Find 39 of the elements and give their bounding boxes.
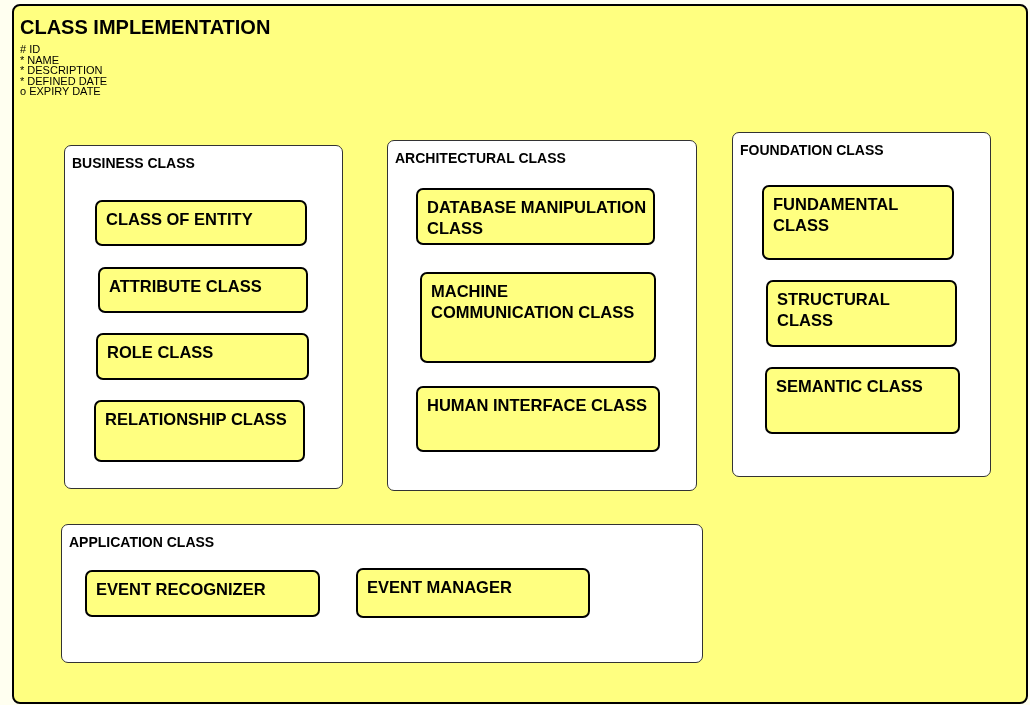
class-label: ATTRIBUTE CLASS	[109, 276, 263, 297]
class-box	[765, 367, 960, 434]
group-title: ARCHITECTURAL CLASS	[395, 150, 566, 166]
class-label: EVENT RECOGNIZER	[96, 579, 267, 600]
class-box	[98, 267, 308, 313]
group-box	[387, 140, 697, 491]
group-box	[61, 524, 703, 663]
attribute-item: * NAME	[20, 54, 60, 66]
class-label: ROLE CLASS	[107, 342, 215, 363]
class-box	[416, 386, 660, 452]
group-box	[64, 145, 343, 489]
class-box	[356, 568, 590, 618]
class-label: SEMANTIC CLASS	[776, 376, 924, 397]
class-label: RELATIONSHIP CLASS	[105, 409, 288, 430]
class-label: FUNDAMENTAL CLASS	[773, 194, 899, 236]
attribute-item: * DEFINED DATE	[20, 75, 108, 87]
class-label: HUMAN INTERFACE CLASS	[427, 395, 648, 416]
attribute-item: * DESCRIPTION	[20, 65, 103, 76]
class-label: DATABASE MANIPULATION CLASS	[427, 197, 647, 239]
class-label: CLASS OF ENTITY	[106, 209, 254, 230]
class-label: MACHINE COMMUNICATION CLASS	[431, 281, 636, 323]
class-box	[766, 280, 957, 347]
class-label: EVENT MANAGER	[367, 577, 513, 598]
class-box	[95, 200, 307, 246]
group-title: FOUNDATION CLASS	[740, 142, 884, 158]
attribute-item: # ID	[20, 44, 41, 55]
class-box	[96, 333, 309, 380]
class-panel	[12, 4, 1028, 704]
class-box	[94, 400, 305, 462]
panel-title: CLASS IMPLEMENTATION	[20, 16, 271, 39]
class-label: STRUCTURAL CLASS	[777, 289, 891, 331]
attribute-item: o EXPIRY DATE	[20, 86, 101, 97]
class-box	[762, 185, 954, 260]
group-box	[732, 132, 991, 477]
class-box	[420, 272, 656, 363]
group-title: BUSINESS CLASS	[72, 155, 195, 171]
class-box	[85, 570, 320, 617]
group-title: APPLICATION CLASS	[69, 534, 215, 550]
class-box	[416, 188, 655, 245]
